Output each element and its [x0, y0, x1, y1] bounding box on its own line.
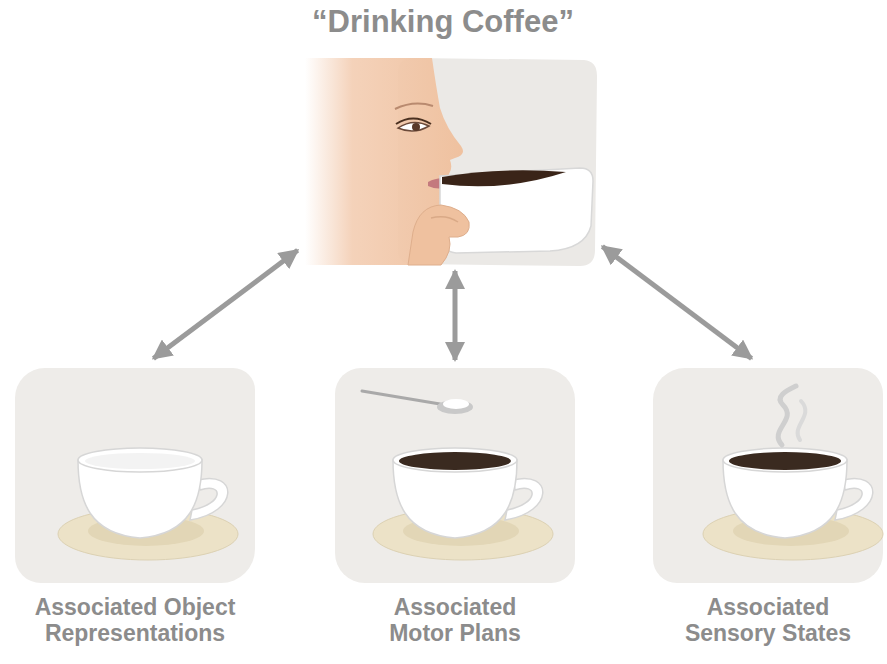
face-profile — [305, 58, 463, 265]
mug — [440, 168, 593, 253]
hand — [408, 205, 469, 265]
coffee — [729, 452, 841, 470]
association-panel: Associated Object Representations — [15, 368, 255, 583]
finger-line — [431, 217, 458, 222]
eyebrow — [395, 104, 433, 109]
steam — [778, 386, 796, 445]
spoon-cup-illustration — [362, 391, 553, 560]
steaming-cup-illustration — [703, 386, 883, 560]
panel-label: Associated Motor Plans — [360, 594, 550, 647]
association-panel: Associated Motor Plans — [335, 368, 575, 583]
eyelash — [396, 119, 431, 125]
concept-panel: “Drinking Coffee” — [300, 58, 600, 265]
panel-label-group: Associated Motor Plans — [360, 594, 550, 647]
association-panel: Associated Sensory States — [653, 368, 883, 583]
lips — [428, 178, 453, 188]
sugar — [443, 399, 469, 409]
panel-label-group: Associated Object Representations — [10, 594, 260, 647]
panel-label-group: “Drinking Coffee” — [243, 4, 643, 40]
eye — [398, 122, 429, 131]
association-arrow — [153, 250, 297, 358]
concept-title: “Drinking Coffee” — [243, 4, 643, 40]
association-arrow — [453, 271, 458, 360]
panel-label-group: Associated Sensory States — [663, 594, 873, 647]
steam — [798, 401, 806, 440]
association-arrow — [602, 247, 751, 359]
iris — [412, 123, 420, 131]
panel-label: Associated Sensory States — [663, 594, 873, 647]
spoon-bowl — [437, 400, 473, 414]
spoon-handle — [362, 391, 440, 404]
cup-interior — [85, 453, 195, 469]
panel-label: Associated Object Representations — [10, 594, 260, 647]
empty-cup-illustration — [58, 448, 238, 560]
panel-background — [398, 58, 597, 266]
coffee — [399, 452, 511, 470]
drinking-illustration — [305, 58, 597, 266]
coffee — [442, 170, 566, 186]
